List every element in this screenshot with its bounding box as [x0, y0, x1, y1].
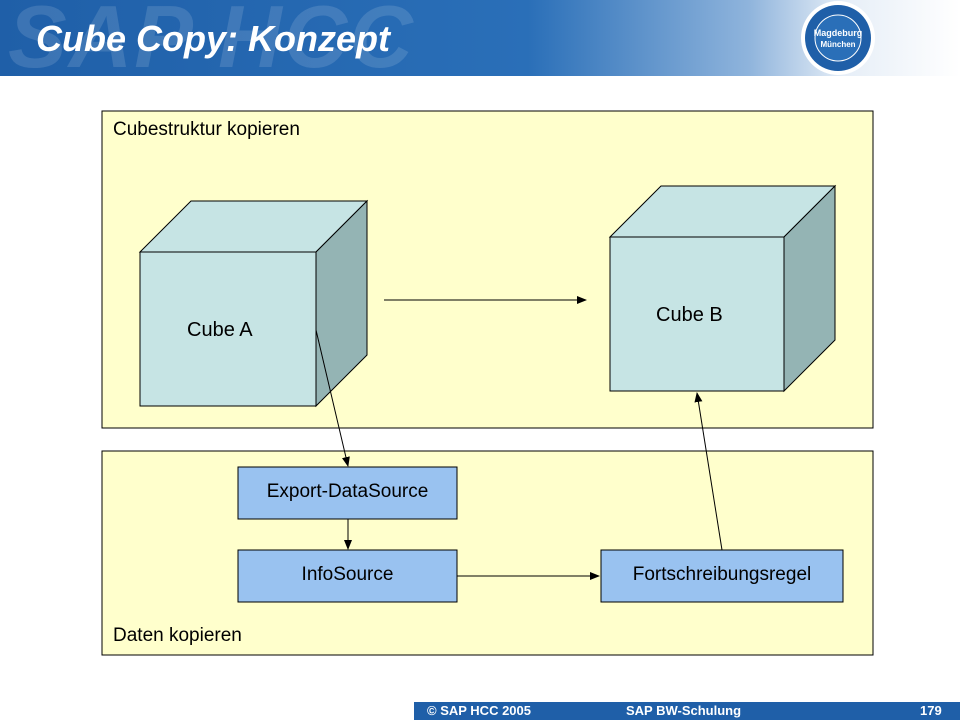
slide-footer: © SAP HCC 2005 SAP BW-Schulung 179	[414, 702, 960, 720]
cube-a-label: Cube A	[187, 319, 253, 341]
panel-label-data-copy: Daten kopieren	[113, 625, 242, 646]
panel-label-cube-structure: Cubestruktur kopieren	[113, 119, 300, 140]
cube-a	[138, 199, 369, 408]
seal-text-line2: München	[820, 40, 855, 49]
header-watermark: SAP HCC	[8, 0, 415, 76]
seal-text-line1: Magdeburg	[814, 28, 863, 38]
cube-b	[608, 184, 837, 393]
arrow-fortschreibungsregel-to-cube-b	[694, 392, 723, 551]
footer-copyright: © SAP HCC 2005	[427, 703, 531, 718]
footer-page-number: 179	[920, 703, 942, 718]
fortschreibungsregel-box	[600, 549, 844, 603]
cube-b-label: Cube B	[656, 304, 723, 326]
footer-course: SAP BW-Schulung	[626, 703, 742, 718]
slide-header: SAP HCC Cube Copy: Konzept Magdeburg Mün…	[0, 0, 960, 76]
university-seal-logo: Magdeburg München	[801, 1, 875, 75]
export-datasource-box	[237, 466, 458, 520]
infosource-box	[237, 549, 458, 603]
arrow-cube-a-to-export-datasource	[315, 329, 350, 467]
infosource-label: InfoSource	[301, 564, 394, 585]
fortschreibungsregel-label: Fortschreibungsregel	[632, 564, 812, 585]
export-datasource-label: Export-DataSource	[266, 481, 429, 502]
slide-title: Cube Copy: Konzept	[36, 18, 390, 59]
